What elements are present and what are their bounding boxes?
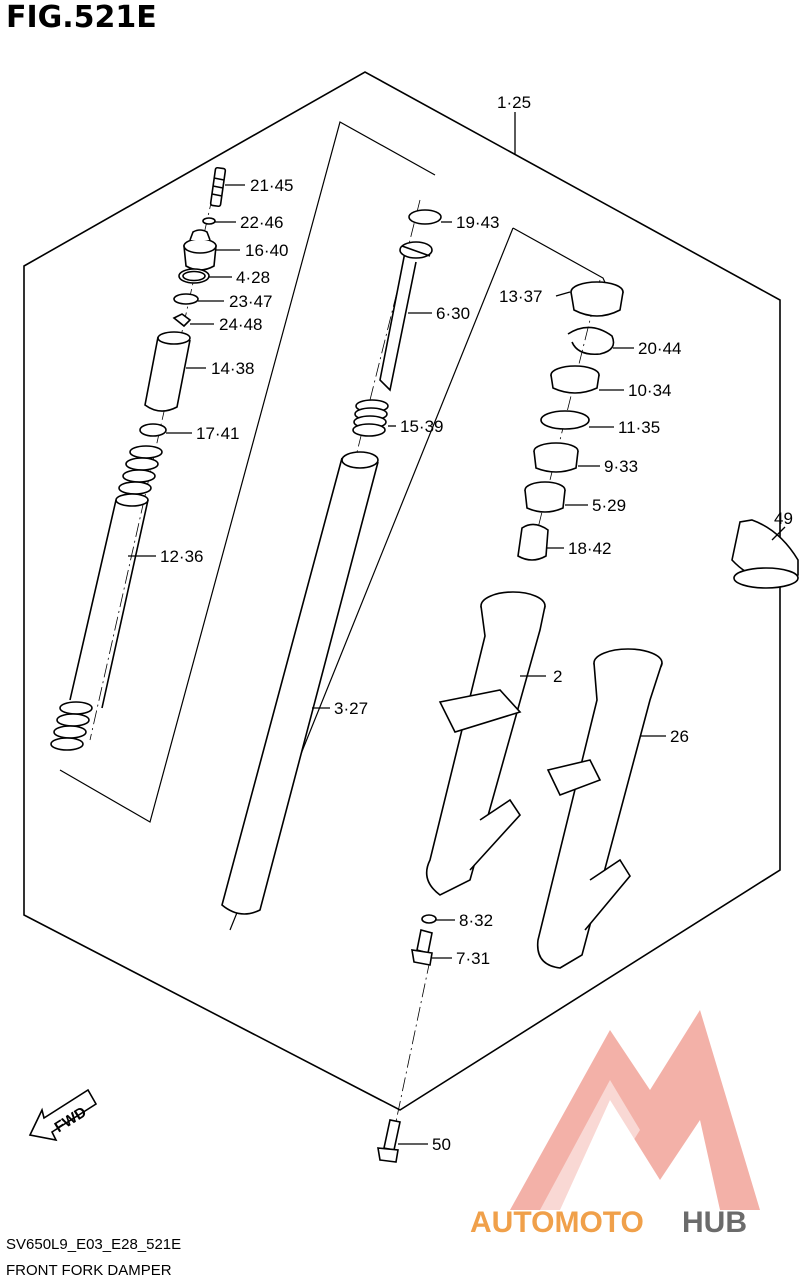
part-5-bushing [524, 481, 566, 513]
callout-26: 26 [670, 727, 689, 746]
callout-2: 2 [553, 667, 562, 686]
part-7-bolt [411, 929, 433, 966]
callout-7-31: 7·31 [456, 949, 490, 968]
part-8-washer [421, 914, 437, 924]
part-50-bolt [377, 1119, 401, 1163]
callout-14-38: 14·38 [211, 359, 254, 378]
part-18-oil-lock-piece [517, 523, 549, 561]
callout-6-30: 6·30 [436, 304, 470, 323]
part-20-stopper-ring [567, 326, 615, 356]
callout-5-29: 5·29 [592, 496, 626, 515]
callout-19-43: 19·43 [456, 213, 499, 232]
watermark-text-auto: AUTOMOTO [470, 1206, 644, 1239]
part-21-adjuster-rod [209, 166, 227, 208]
fwd-arrow-icon [28, 1088, 98, 1142]
assembly-boundary [23, 71, 781, 1111]
part-15-rebound-spring [352, 399, 389, 437]
figure-title: FIG.521E [6, 0, 157, 35]
part-49-protector [731, 519, 799, 589]
part-17-washer [139, 423, 167, 437]
callout-18-42: 18·42 [568, 539, 611, 558]
model-code: SV650L9_E03_E28_521E [6, 1236, 182, 1253]
part-11-washer [540, 410, 590, 430]
figure-caption: FRONT FORK DAMPER [6, 1262, 172, 1279]
callout-22-46: 22·46 [240, 213, 283, 232]
part-16-cap-bolt [183, 229, 217, 271]
watermark-text-hub: HUB [682, 1206, 747, 1239]
callout-49: 49 [774, 509, 793, 528]
callout-23-47: 23·47 [229, 292, 272, 311]
callout-11-35: 11·35 [618, 418, 660, 437]
leader-lines [128, 112, 786, 1145]
callout-13-37: 13·37 [499, 287, 542, 306]
callout-3-27: 3·27 [334, 699, 368, 718]
callout-4-28: 4·28 [236, 268, 270, 287]
callout-16-40: 16·40 [245, 241, 288, 260]
part-13-dust-seal [570, 281, 624, 317]
callout-8-32: 8·32 [459, 911, 493, 930]
callout-9-33: 9·33 [604, 457, 638, 476]
callout-1-25: 1·25 [497, 93, 531, 112]
part-26-outer-tube-right [536, 648, 663, 969]
callout-15-39: 15·39 [400, 417, 443, 436]
damper-group-boundary [59, 121, 436, 823]
part-19-ring [408, 209, 442, 225]
watermark-logo [510, 1010, 760, 1210]
part-22-o-ring [202, 217, 216, 225]
part-3-inner-tube [221, 451, 379, 915]
callout-21-45: 21·45 [250, 176, 293, 195]
callout-12-36: 12·36 [160, 547, 203, 566]
part-2-outer-tube-left [425, 591, 546, 896]
part-12-fork-spring [50, 445, 163, 751]
part-10-oil-seal [550, 365, 600, 394]
callout-50: 50 [432, 1135, 451, 1154]
part-9-bushing [533, 442, 579, 473]
part-23-washer [173, 293, 199, 305]
callout-24-48: 24·48 [219, 315, 262, 334]
part-24-nut [172, 313, 192, 328]
callout-10-34: 10·34 [628, 381, 671, 400]
part-6-piston-rod [379, 241, 433, 392]
callout-20-44: 20·44 [638, 339, 681, 358]
callout-17-41: 17·41 [196, 424, 239, 443]
part-14-spacer [144, 331, 191, 412]
